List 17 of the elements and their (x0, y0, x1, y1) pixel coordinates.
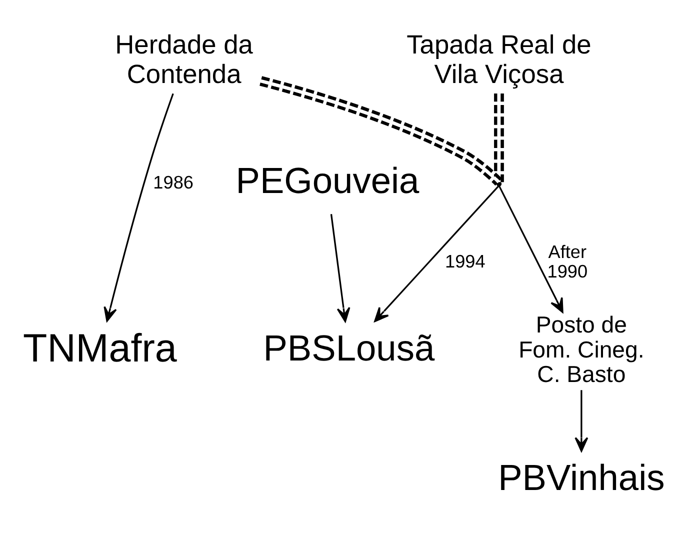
edge-label: 1994 (445, 252, 486, 272)
node-text: TNMafra (23, 326, 177, 371)
arrow (374, 186, 500, 322)
node-text: Tapada Real de Vila Viçosa (406, 29, 592, 90)
arrow (498, 186, 564, 313)
node-point (496, 181, 502, 187)
node-text: PEGouveia (236, 160, 420, 202)
arrow (574, 390, 588, 452)
node-text: Herdade da Contenda (115, 29, 253, 90)
arrow (330, 214, 350, 322)
arrow (104, 93, 174, 322)
edge-label: After 1990 (547, 242, 588, 282)
node-text: Posto de Fom. Cineg. C. Basto (518, 312, 644, 388)
connector (494, 94, 504, 182)
edge-label: 1986 (153, 172, 194, 193)
node-text: PBVinhais (498, 456, 665, 498)
node-text: PBSLousã (263, 328, 435, 369)
